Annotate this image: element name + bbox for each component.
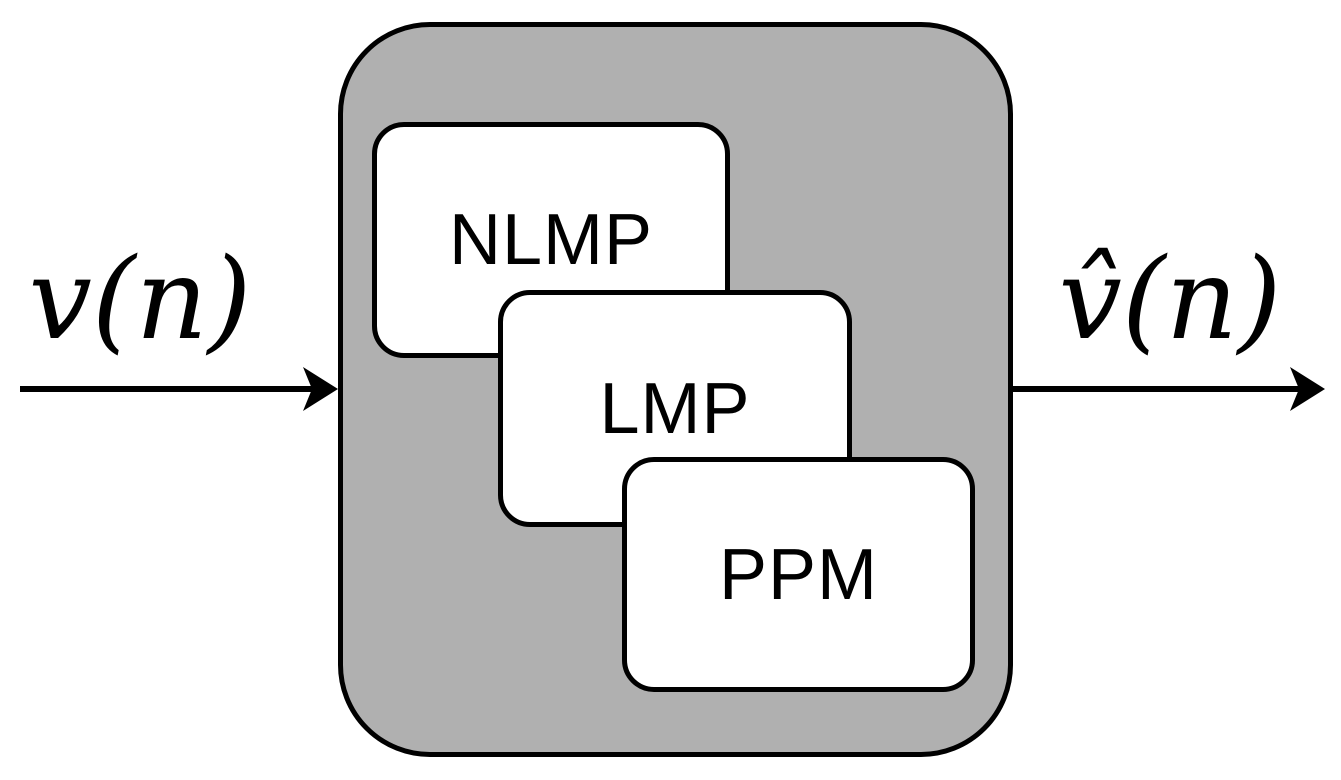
input-arrow — [20, 367, 338, 411]
output-signal-label: v̂(n) — [1058, 235, 1282, 365]
input-signal-label: v(n) — [28, 235, 252, 365]
block-ppm: PPM — [622, 457, 975, 692]
output-arrow — [1010, 367, 1325, 411]
block-ppm-label: PPM — [718, 534, 879, 615]
block-lmp-label: LMP — [599, 368, 751, 449]
block-nlmp-label: NLMP — [448, 200, 654, 280]
